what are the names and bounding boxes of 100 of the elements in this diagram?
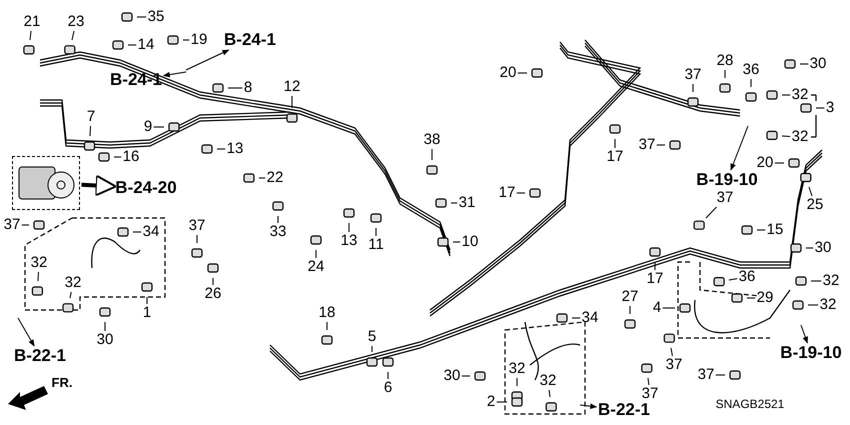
leader-line (692, 84, 694, 92)
reference-arrow (186, 50, 230, 70)
leader-line (648, 378, 650, 386)
leader-line (70, 292, 72, 298)
leader-line (72, 30, 74, 40)
callout-number: 5 (368, 329, 376, 345)
leader-line (114, 156, 122, 158)
front-direction-label: FR. (52, 375, 72, 391)
leader-line (774, 162, 784, 164)
callout-number: 31 (458, 195, 476, 211)
callout-number: 32 (30, 255, 48, 271)
callout-number: 32 (792, 87, 808, 103)
callout-number: 35 (148, 9, 164, 25)
leader-line (782, 136, 791, 137)
callout-number: 30 (814, 240, 832, 256)
callout-number: 36 (738, 269, 756, 285)
callout-number: 12 (284, 79, 300, 95)
leader-line (670, 348, 673, 356)
page-reference: B-22-1 (598, 401, 650, 419)
reference-arrow (730, 126, 748, 171)
callout-number: 17 (646, 271, 664, 287)
callout-number: 15 (766, 222, 784, 238)
leader-line (90, 126, 91, 136)
callout-number: 37 (684, 67, 702, 83)
leader-line (516, 378, 518, 386)
callout-number: 20 (756, 155, 774, 171)
callout-number: 17 (498, 185, 516, 201)
page-reference: B-24-1 (224, 31, 276, 49)
page-reference: B-19-10 (696, 171, 758, 189)
leader-line (216, 148, 226, 150)
callout-number: 32 (822, 273, 840, 289)
callout-number: 4 (652, 300, 662, 316)
callout-number: 33 (270, 224, 286, 240)
leader-line (450, 202, 458, 204)
leader-line (715, 374, 726, 376)
reference-arrow (580, 403, 598, 409)
reference-arrow (800, 324, 808, 344)
callout-number: 32 (508, 361, 526, 377)
callout-number: 34 (582, 310, 598, 326)
page-reference: B-19-10 (780, 344, 842, 362)
callout-number: 29 (756, 290, 774, 306)
leader-line (614, 138, 616, 148)
callout-number: 34 (142, 224, 160, 240)
leader-line (153, 126, 164, 128)
page-reference: B-22-1 (14, 347, 66, 365)
callout-number: 19 (190, 32, 208, 48)
reference-arrow (18, 318, 35, 347)
callout-number: 23 (68, 14, 84, 30)
callout-number: 13 (226, 141, 244, 157)
callout-number: 8 (244, 80, 252, 96)
leader-line (516, 192, 526, 194)
callout-number: 30 (810, 56, 826, 72)
leader-line (750, 78, 752, 88)
callout-number: 22 (266, 170, 284, 186)
callout-number: 10 (462, 234, 478, 250)
callout-number: 30 (444, 368, 460, 384)
callout-number: 1 (142, 305, 152, 321)
callout-number: 2 (486, 394, 496, 410)
leader-line (810, 280, 822, 282)
leader-line (104, 322, 106, 332)
leader-line (517, 72, 528, 74)
callout-number: 32 (540, 373, 556, 389)
callout-number: 37 (188, 218, 206, 234)
callout-number: 37 (716, 190, 734, 206)
callout-number: 17 (606, 149, 624, 165)
reference-arrow (162, 72, 186, 78)
leader-line (782, 94, 791, 96)
leader-line (128, 44, 137, 46)
leader-line (548, 390, 550, 398)
leader-line (706, 206, 717, 218)
leader-line (21, 224, 30, 226)
callout-number: 24 (308, 259, 324, 275)
callout-number: 37 (698, 367, 714, 383)
callout-number: 13 (340, 233, 358, 249)
callout-number: 37 (666, 357, 682, 373)
callout-number: 27 (622, 289, 638, 305)
callout-number: 30 (96, 332, 114, 348)
leader-line (724, 70, 726, 78)
callout-number: 37 (4, 217, 20, 233)
callout-number: 28 (716, 53, 734, 69)
callout-number: 9 (144, 119, 152, 135)
callout-number: 14 (138, 37, 154, 53)
leader-line (808, 304, 819, 306)
leader-line (654, 262, 656, 270)
callout-number: 36 (742, 62, 760, 78)
callout-number: 16 (122, 149, 140, 165)
callout-number: 6 (384, 380, 392, 396)
leader-line (212, 278, 214, 286)
leader-line (196, 234, 198, 244)
callout-number: 25 (806, 197, 824, 213)
reference-arrow (81, 174, 117, 196)
callout-number: 37 (642, 386, 658, 402)
callout-number: 20 (500, 65, 516, 81)
callout-number: 11 (368, 237, 384, 253)
callout-number: 21 (24, 14, 40, 30)
callout-number: 3 (826, 100, 834, 116)
leader-line (146, 296, 148, 304)
callout-number: 18 (318, 305, 336, 321)
callout-number: 38 (424, 132, 440, 148)
hydraulic-unit-picture (12, 156, 80, 210)
